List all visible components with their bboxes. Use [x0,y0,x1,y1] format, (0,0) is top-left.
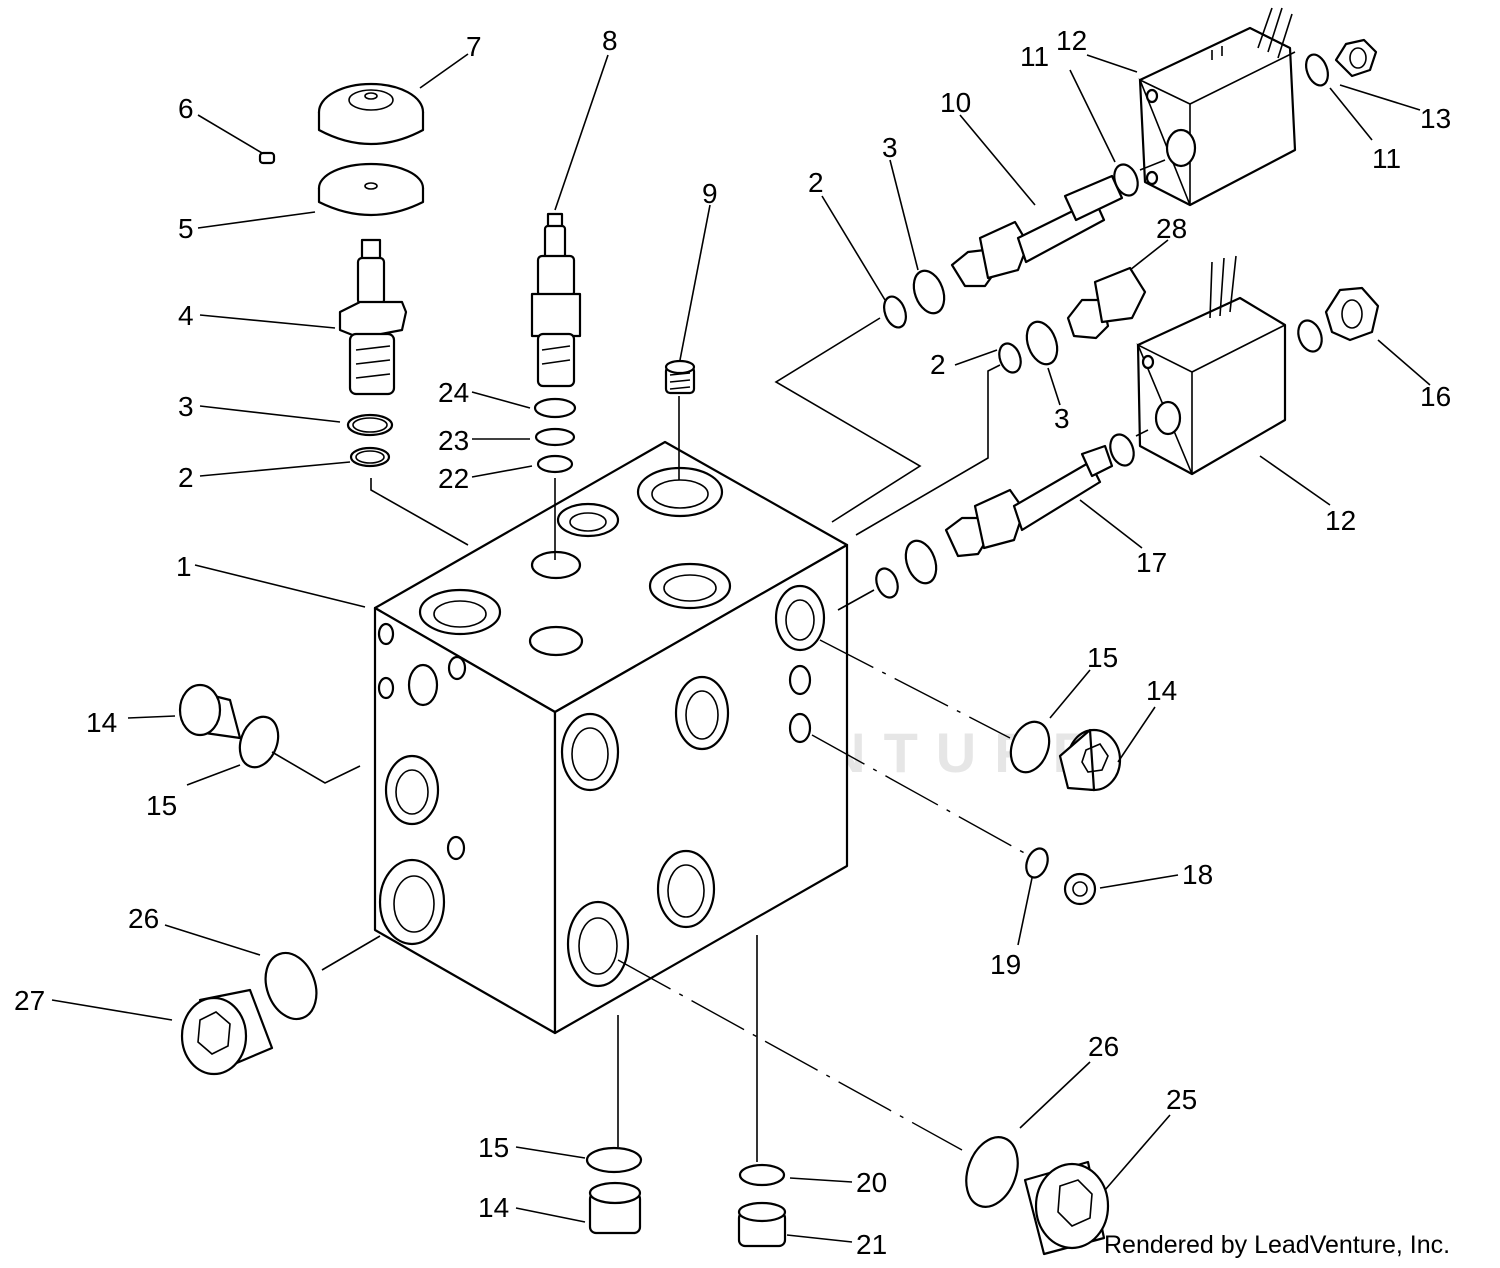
o-ring-3-upper[interactable] [908,267,949,318]
callout-labels: 1 2 3 4 5 6 7 8 9 24 23 22 2 3 10 11 12 … [14,25,1451,1260]
o-ring-11-right[interactable] [1302,52,1332,89]
solenoid-valve-17[interactable] [944,444,1114,558]
callout-leaders [51,53,1431,1243]
callout-20: 20 [856,1167,887,1198]
plug-18[interactable] [1063,872,1097,906]
callout-16: 16 [1420,381,1451,412]
seal-24[interactable] [533,397,577,419]
o-ring-3-mid[interactable] [1021,318,1062,369]
valve-28[interactable] [1066,266,1147,340]
assembly-lines [271,159,1166,1162]
nut-13[interactable] [1334,38,1378,78]
o-ring-15-right[interactable] [1004,716,1056,777]
callout-12-upper: 12 [1056,25,1087,56]
o-ring-2-left[interactable] [349,446,391,468]
callout-7: 7 [466,31,482,62]
o-ring-lower-valve[interactable] [1106,431,1138,469]
callout-3-left: 3 [178,391,194,422]
callout-13: 13 [1420,103,1451,134]
coil-12-lower[interactable] [1136,255,1287,476]
o-ring-2-upper[interactable] [880,294,910,331]
callout-2-upper: 2 [808,167,824,198]
callout-18: 18 [1182,859,1213,890]
callout-23: 23 [438,425,469,456]
plug-14-left[interactable] [178,683,242,740]
callout-1: 1 [176,551,192,582]
callout-21: 21 [856,1229,887,1260]
manifold-block[interactable] [373,440,849,1035]
o-ring-17-small[interactable] [872,565,901,600]
plug-21[interactable] [737,1201,787,1248]
callout-4: 4 [178,300,194,331]
callout-10: 10 [940,87,971,118]
seal-23[interactable] [534,427,576,447]
o-ring-11-left[interactable] [1110,161,1142,199]
callout-8: 8 [602,25,618,56]
coil-12-upper[interactable] [1138,7,1297,207]
o-ring-26-left[interactable] [257,946,325,1026]
nut-16[interactable] [1324,286,1380,342]
o-ring-15-left[interactable] [233,711,285,772]
callout-26-right: 26 [1088,1031,1119,1062]
callout-2-mid: 2 [930,349,946,380]
callout-25: 25 [1166,1084,1197,1115]
callout-3-mid: 3 [1054,403,1070,434]
callout-17: 17 [1136,547,1167,578]
callout-26-left: 26 [128,903,159,934]
callout-3-upper: 3 [882,132,898,163]
seal-22[interactable] [536,454,574,474]
callout-24: 24 [438,377,469,408]
callout-2-left: 2 [178,462,194,493]
cap-7[interactable] [317,82,425,145]
plug-27[interactable] [180,988,274,1076]
valve-8[interactable] [530,212,582,388]
plug-14-bottom[interactable] [588,1181,642,1235]
callout-9: 9 [702,178,718,209]
o-ring-2-mid[interactable] [995,340,1024,375]
callout-5: 5 [178,213,194,244]
callout-14-right: 14 [1146,675,1177,706]
callout-15-bottom: 15 [478,1132,509,1163]
callout-15-left: 15 [146,790,177,821]
o-ring-19[interactable] [1022,845,1051,880]
o-ring-16-seal[interactable] [1294,317,1326,355]
o-ring-26-right[interactable] [957,1130,1027,1214]
o-ring-3-left[interactable] [346,413,394,437]
plug-25[interactable] [1023,1160,1110,1256]
callout-22: 22 [438,463,469,494]
callout-28: 28 [1156,213,1187,244]
plug-9[interactable] [664,359,696,395]
relief-valve-4[interactable] [338,238,408,396]
callout-14-left: 14 [86,707,117,738]
callout-12-lower: 12 [1325,505,1356,536]
callout-19: 19 [990,949,1021,980]
callout-11-left: 11 [1020,41,1049,72]
solenoid-valve-10[interactable] [950,174,1124,288]
callout-14-bottom: 14 [478,1192,509,1223]
knob-plate-5[interactable] [317,162,425,216]
callout-6: 6 [178,93,194,124]
callout-27: 27 [14,985,45,1016]
o-ring-20[interactable] [738,1163,786,1187]
o-ring-15-bottom[interactable] [585,1146,643,1174]
callout-15-right: 15 [1087,642,1118,673]
o-ring-17-large[interactable] [900,537,941,588]
callout-11-right: 11 [1372,143,1401,174]
set-screw-6[interactable] [258,151,276,165]
credit-text: Rendered by LeadVenture, Inc. [1104,1231,1450,1259]
